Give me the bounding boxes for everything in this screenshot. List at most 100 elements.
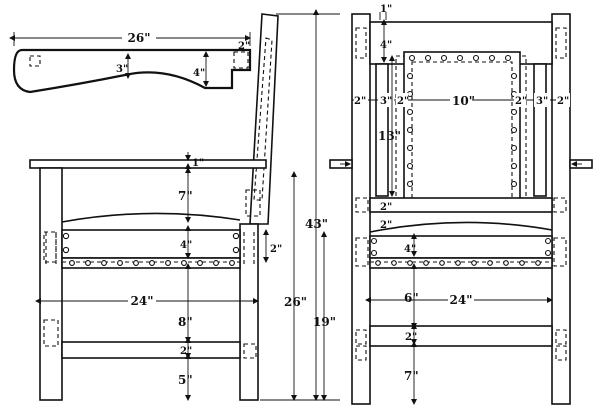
nail xyxy=(455,260,461,266)
nail xyxy=(471,260,477,266)
side-floor-label: 5" xyxy=(178,373,193,387)
nail xyxy=(229,260,235,266)
nail xyxy=(519,260,525,266)
nail xyxy=(85,260,91,266)
front-back-rail-tenon-right xyxy=(553,197,567,213)
nail xyxy=(370,249,378,257)
front-seat-rail xyxy=(369,235,553,259)
front-back-panel xyxy=(403,51,521,209)
side-stretcher-mortise-left xyxy=(43,319,59,347)
nail xyxy=(510,144,518,152)
nail xyxy=(503,260,509,266)
nail xyxy=(62,246,70,254)
front-panel-rail-label: 2" xyxy=(380,202,392,213)
nail xyxy=(423,260,429,266)
side-rear-post xyxy=(239,223,259,401)
nail xyxy=(510,72,518,80)
side-arm-thk-label: 1" xyxy=(192,158,204,169)
nail xyxy=(69,260,75,266)
side-backpost-label: 26" xyxy=(284,295,307,309)
front-toprail-label: 4" xyxy=(380,40,392,51)
nail xyxy=(232,232,240,240)
front-stretcher-tenon-right xyxy=(555,329,567,345)
nail xyxy=(406,162,414,170)
nail xyxy=(165,260,171,266)
front-seat-strip xyxy=(369,257,553,269)
front-seatrail-height-label: 4" xyxy=(404,244,416,255)
arm-depth-max-label: 4" xyxy=(193,68,205,79)
front-top-offset-label: 1" xyxy=(380,4,392,15)
nail xyxy=(406,144,414,152)
front-panel-width-label: 10" xyxy=(452,94,475,108)
side-backrail-label: 7" xyxy=(178,189,193,203)
front-dim-bg-d xyxy=(450,93,472,107)
arm-tenon-label: 2" xyxy=(238,41,250,52)
nail xyxy=(472,54,480,62)
front-gap-right-label: 3" xyxy=(536,96,548,107)
front-stretcher-tenon-left xyxy=(355,329,367,345)
front-view: 1" 4" xyxy=(329,4,593,405)
front-dim-bg-c xyxy=(396,93,408,107)
arm-depth-min-label: 3" xyxy=(116,64,128,75)
nail xyxy=(406,180,414,188)
nail xyxy=(487,260,493,266)
side-stretcher xyxy=(61,341,241,359)
front-post-left xyxy=(351,13,371,405)
nail xyxy=(510,126,518,134)
front-slat-right xyxy=(533,63,547,197)
nail xyxy=(504,54,512,62)
nail xyxy=(391,260,397,266)
nail xyxy=(117,260,123,266)
front-dim-bg-g xyxy=(556,93,570,107)
nail xyxy=(407,260,413,266)
front-stretcher-mortise-right xyxy=(555,345,567,361)
nail xyxy=(456,54,464,62)
side-view: 24" 1" 7" 4" 8" 2" 5" 2" 26" 19" 43" xyxy=(29,9,340,401)
side-stretcher-mortise-right xyxy=(243,343,257,359)
front-width-label: 24" xyxy=(450,293,473,307)
side-slope-label: 2" xyxy=(270,244,282,255)
nail xyxy=(370,237,378,245)
front-inset-left-label: 2" xyxy=(397,96,409,107)
nail xyxy=(232,246,240,254)
front-post-right-label: 2" xyxy=(557,96,569,107)
side-back-post xyxy=(249,13,279,225)
nail xyxy=(544,249,552,257)
nail xyxy=(535,260,541,266)
side-seat-rail xyxy=(61,229,241,259)
nail xyxy=(149,260,155,266)
front-stretcher-label: 2" xyxy=(405,332,417,343)
side-stretcher-label: 2" xyxy=(180,346,192,357)
side-lowergap-label: 8" xyxy=(178,315,193,329)
front-panel-height-label: 13" xyxy=(378,129,401,143)
nail xyxy=(424,54,432,62)
nail xyxy=(375,260,381,266)
nail xyxy=(406,108,414,116)
front-inset-right-label: 2" xyxy=(515,96,527,107)
side-back-mortise xyxy=(245,189,261,217)
front-seat-curve xyxy=(369,221,553,233)
arm-mortise xyxy=(29,55,41,67)
front-stretcher xyxy=(369,325,553,347)
side-arm xyxy=(29,159,267,169)
front-back-rail xyxy=(369,197,553,213)
side-front-post xyxy=(39,167,63,401)
front-seat-tenon-left xyxy=(355,237,369,267)
nail xyxy=(197,260,203,266)
side-width-label: 24" xyxy=(131,294,154,308)
nail xyxy=(440,54,448,62)
nail xyxy=(439,260,445,266)
nail xyxy=(510,108,518,116)
nail xyxy=(510,180,518,188)
side-seat-curve xyxy=(61,212,241,223)
front-seat-rail-label: 2" xyxy=(380,220,392,231)
front-dim-bg-f xyxy=(534,93,550,107)
front-stretcher-mortise-left xyxy=(355,345,367,361)
front-post-right xyxy=(551,13,571,405)
side-total-label: 43" xyxy=(305,217,328,231)
nail xyxy=(101,260,107,266)
nail xyxy=(213,260,219,266)
arm-length-label: 26" xyxy=(128,31,151,45)
nail xyxy=(406,126,414,134)
